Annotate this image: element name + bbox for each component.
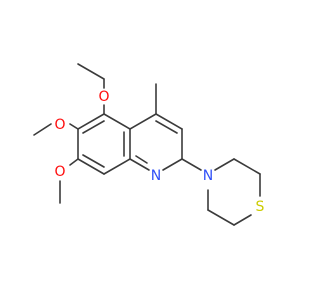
oxygen-label-top: O — [98, 89, 109, 105]
bond — [233, 214, 252, 226]
bond — [103, 113, 131, 130]
bond — [214, 158, 235, 171]
bond — [82, 120, 105, 134]
bond — [207, 209, 235, 226]
bond — [77, 158, 105, 175]
bond — [155, 120, 178, 134]
atom-labels: O O O N N S — [54, 89, 264, 215]
bond — [82, 154, 105, 168]
nitrogen-label-thiomorpholine: N — [203, 168, 213, 184]
bond — [69, 123, 79, 130]
bond — [69, 158, 79, 166]
bond — [77, 113, 105, 130]
bonds — [33, 63, 261, 226]
bond — [103, 158, 131, 175]
bond — [129, 158, 150, 171]
molecule-diagram: O O O N N S — [33, 63, 265, 226]
oxygen-label-low: O — [54, 164, 65, 180]
sulfur-label: S — [256, 199, 265, 215]
bond — [33, 123, 52, 136]
structure-svg: O O O N N S — [33, 63, 265, 226]
bond — [181, 158, 202, 171]
bond — [129, 113, 157, 130]
bond — [135, 155, 148, 164]
bond — [77, 63, 105, 80]
oxygen-label-mid: O — [54, 117, 65, 133]
bond — [233, 158, 261, 175]
nitrogen-label-ring: N — [151, 168, 161, 184]
bond — [162, 158, 183, 171]
bond — [155, 113, 183, 130]
